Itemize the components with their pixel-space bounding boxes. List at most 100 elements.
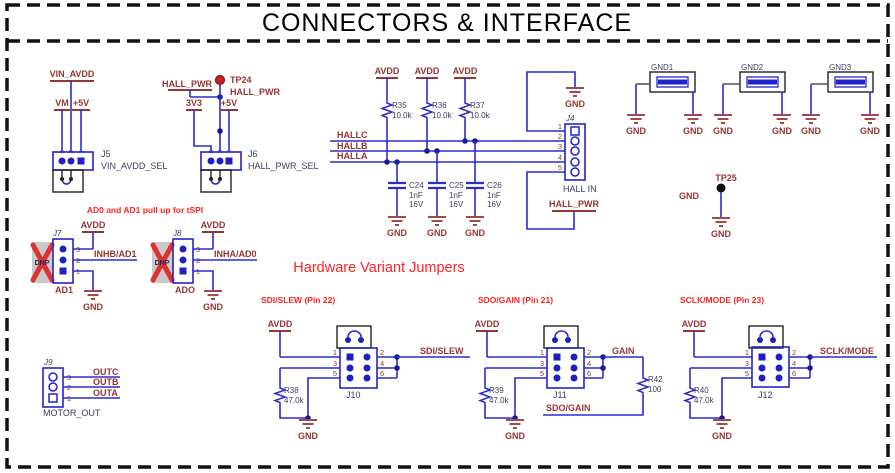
j12-pin2-number: 2 (792, 348, 796, 357)
j9-ref: J9 (43, 358, 53, 367)
tp24-net-label: HALL_PWR (230, 87, 280, 97)
j10-pin2-number: 2 (380, 348, 384, 357)
gnd-symbol-c25 (428, 216, 446, 226)
gnd-label-j8: GND (203, 302, 224, 312)
resistor-r38 (272, 385, 288, 406)
j11-pin3-number: 3 (540, 359, 544, 368)
connector-j5-group: VIN_AVDD VM +5V 3 2 1 J5 VIN_AVDD_SEL (50, 69, 167, 193)
resistor-r39 (477, 385, 493, 406)
power-flag-avdd-j7: AVDD (81, 220, 106, 230)
connector-j9-group: J9 3 2 1 OUTC OUTB OUTA MOTOR_OUT (42, 358, 120, 418)
j10-pin6-number: 6 (380, 369, 384, 378)
c24-value: 1nF (409, 191, 423, 200)
power-flag-5v-j6: +5V (221, 98, 237, 108)
testpoint-tp24 (214, 74, 226, 86)
j6-label: HALL_PWR_SEL (248, 161, 319, 171)
gnd-symbol-j4 (566, 87, 584, 97)
note-pullup: AD0 and AD1 pull up for tSPI (87, 205, 203, 215)
j8-ref: J8 (172, 229, 182, 238)
net-label-gain: GAIN (612, 346, 635, 356)
power-flag-avdd-r36: AVDD (415, 66, 440, 76)
net-label-sclk-mode: SCLK/MODE (820, 346, 874, 356)
testpoint-tp25-group: TP25 GND GND (679, 173, 737, 239)
connector-j11-group: AVDD 1 3 5 2 4 6 J11 R39 47.0k GND (475, 319, 664, 441)
j11-pin6-number: 6 (587, 369, 591, 378)
gnd-label-c25: GND (427, 228, 448, 238)
dnp-label-j7: DNP (35, 260, 50, 267)
j5-label: VIN_AVDD_SEL (101, 161, 167, 171)
power-flag-5v: +5V (73, 98, 89, 108)
c25-voltage: 16V (449, 200, 464, 209)
j10-ref: J10 (346, 390, 361, 400)
hall-pullups-group: AVDD AVDD AVDD R35 10.0k R36 10.0k R37 1… (375, 66, 491, 162)
c25-ref: C25 (449, 181, 464, 190)
section-title-sdi-slew: SDI/SLEW (Pin 22) (261, 295, 335, 305)
j8-label: ADO (175, 285, 195, 295)
power-flag-vm: VM (55, 98, 69, 108)
variant-jumpers-title: Hardware Variant Jumpers (293, 260, 464, 276)
r36-ref: R36 (432, 101, 447, 110)
gnd1-ref: GND1 (651, 63, 674, 72)
gnd-label-j7: GND (83, 302, 104, 312)
net-label-outb: OUTB (93, 377, 119, 387)
gnd-label-j12: GND (712, 431, 733, 441)
section-title-sdo-gain: SDO/GAIN (Pin 21) (478, 295, 553, 305)
power-flag-hall-pwr: HALL_PWR (162, 79, 212, 89)
j4-pin5-number: 5 (558, 163, 562, 172)
j4-pin1-number: 1 (558, 122, 562, 131)
j10-pin4-number: 4 (380, 359, 384, 368)
r42-ref: R42 (648, 375, 663, 384)
gnd-label-j10: GND (298, 431, 319, 441)
tp25-net-label: GND (679, 191, 700, 201)
gnd-symbol-c26 (466, 216, 484, 226)
net-label-inha-ad0: INHA/AD0 (214, 249, 257, 259)
resistor-r36 (419, 100, 435, 121)
j11-pin2-number: 2 (587, 348, 591, 357)
gnd-label-j4: GND (565, 99, 586, 109)
net-tie-gnd2: GND2 GND GND (713, 63, 793, 136)
power-flag-avdd-j12: AVDD (682, 319, 707, 329)
gnd-label-c24: GND (387, 228, 408, 238)
resistor-r42 (635, 375, 651, 396)
power-flag-3v3: 3V3 (186, 98, 202, 108)
j9-label: MOTOR_OUT (43, 408, 101, 418)
r37-ref: R37 (470, 101, 485, 110)
gnd1-right-label: GND (683, 126, 704, 136)
j4-pin4-number: 4 (558, 153, 562, 162)
j5-ref: J5 (101, 149, 111, 159)
dnp-label-j8: DNP (155, 260, 170, 267)
j12-ref: J12 (758, 390, 773, 400)
resistor-r40 (682, 385, 698, 406)
j6-ref: J6 (248, 149, 258, 159)
net-label-inhb-ad1: INHB/AD1 (94, 249, 137, 259)
gnd-label-j11: GND (505, 431, 526, 441)
section-title-sclk-mode: SCLK/MODE (Pin 23) (680, 295, 764, 305)
page-title: CONNECTORS & INTERFACE (262, 9, 632, 37)
j12-pin3-number: 3 (745, 359, 749, 368)
j11-pin4-number: 4 (587, 359, 591, 368)
j4-pin2-number: 2 (558, 132, 562, 141)
connector-j4-group: GND HALL_PWR J4 1 2 3 4 5 HALL IN (526, 71, 599, 230)
j7-ref: J7 (52, 229, 62, 238)
gnd3-ref: GND3 (829, 63, 852, 72)
c26-voltage: 16V (487, 200, 502, 209)
net-label-sdo-gain: SDO/GAIN (546, 403, 591, 413)
j12-pin4-number: 4 (792, 359, 796, 368)
gnd3-left-label: GND (801, 126, 822, 136)
power-flag-avdd-j11: AVDD (475, 319, 500, 329)
net-tie-gnd3: GND3 GND GND (801, 63, 881, 136)
j12-pin1-number: 1 (745, 348, 749, 357)
r38-ref: R38 (284, 386, 299, 395)
gnd-symbol-c24 (388, 216, 406, 226)
c26-ref: C26 (487, 181, 502, 190)
gnd2-ref: GND2 (741, 63, 764, 72)
j4-label: HALL IN (563, 184, 597, 194)
c26-value: 1nF (487, 191, 501, 200)
connector-j7-group: DNP J7 3 2 1 AVDD INHB/AD1 GND AD1 (30, 220, 137, 312)
power-flag-vin-avdd: VIN_AVDD (50, 69, 95, 79)
r40-ref: R40 (694, 386, 709, 395)
net-label-hallc: HALLC (337, 130, 368, 140)
j7-label: AD1 (55, 285, 73, 295)
connector-j12-group: AVDD 1 3 5 2 4 6 J12 R40 47.0k GND (682, 319, 877, 441)
